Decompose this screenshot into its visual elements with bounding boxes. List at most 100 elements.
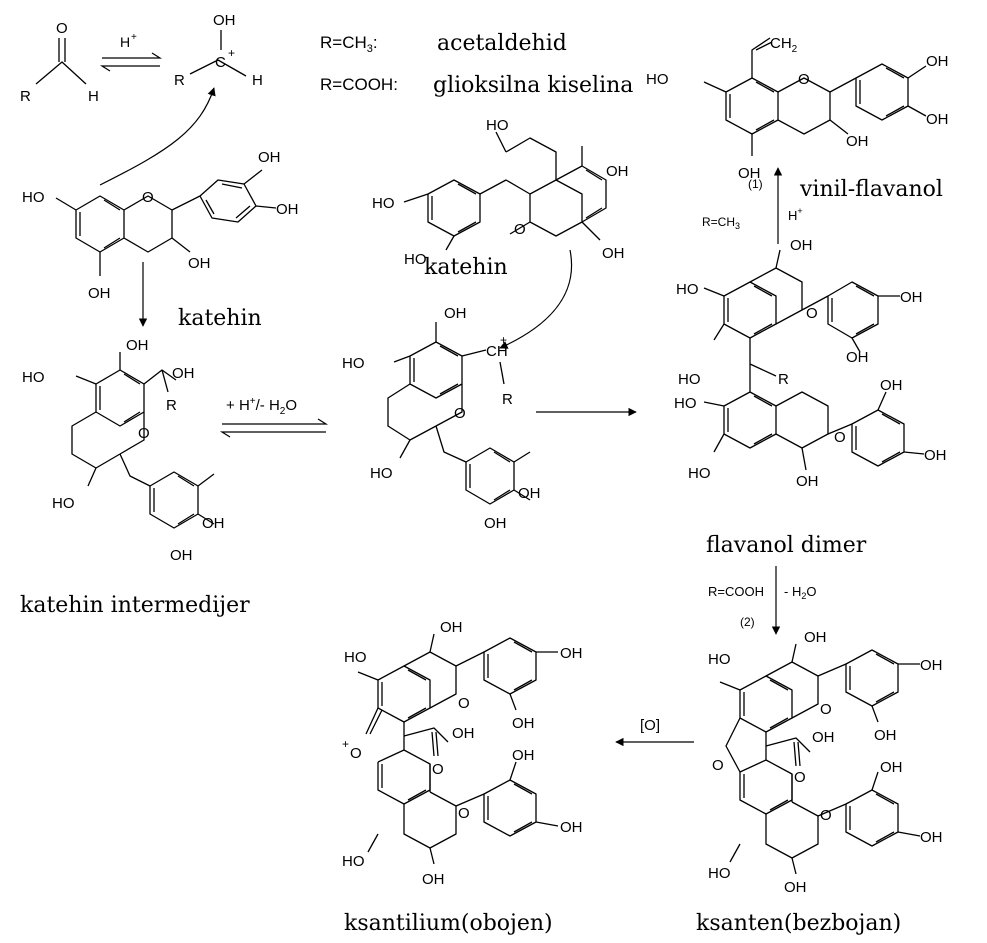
carbocation-oh: OH xyxy=(213,12,236,29)
intermediate-ho3: HO xyxy=(52,495,75,512)
step-2-water: - H2O xyxy=(784,584,816,601)
vinyl-o1: O xyxy=(798,71,810,88)
xanthylium-oh4pa: OH xyxy=(560,645,583,662)
legend-row1-r: R=CH3: xyxy=(320,33,378,55)
carbocation-ho3: HO xyxy=(370,465,393,482)
carbocation-plus-charge: + xyxy=(500,333,507,347)
legend-row2-name: glioksilna kiselina xyxy=(433,73,633,98)
curved-arrow-catechin-to-carbocation xyxy=(499,249,573,349)
xanthylium-oh3a: OH xyxy=(440,619,463,636)
dehydration-equilibrium-arrow: + H+/- H2O xyxy=(219,396,329,438)
label-xanthylium: ksantilium(obojen) xyxy=(344,911,553,936)
catechin-left-oh3p: OH xyxy=(258,149,281,166)
step-2-arrow: R=COOH - H2O (2) xyxy=(708,566,816,635)
xanthylium-o1b: O xyxy=(458,805,470,822)
xanthylium-o1a: O xyxy=(458,695,470,712)
top-equilibrium-h-label: H xyxy=(120,34,130,50)
dimer-ho7a: HO xyxy=(678,371,701,388)
xanthylium-oh4pb: OH xyxy=(560,819,583,836)
aldehyde-h: H xyxy=(88,88,99,105)
carbocation-oh4p: OH xyxy=(484,515,507,532)
catechin-center-ho3: HO xyxy=(486,117,509,134)
intermediate-r: R xyxy=(166,397,177,414)
catechin-center-oh5: OH xyxy=(606,163,629,180)
label-vinyl-flavanol: vinil-flavanol xyxy=(799,177,943,202)
aldehyde-structure: O R H xyxy=(20,20,99,105)
carbocation-oh3p: OH xyxy=(518,485,541,502)
intermediate-ho5: HO xyxy=(22,369,45,386)
carbocation-c: C xyxy=(215,54,226,71)
xanthylium-o-plus: O xyxy=(350,745,362,762)
dimer-oh3pa: OH xyxy=(846,349,869,366)
carbocation-r: R xyxy=(174,72,185,89)
catechin-center-ho3p: HO xyxy=(404,251,427,268)
catechin-left-oh5: OH xyxy=(88,285,111,302)
catechin-center-ho4p: HO xyxy=(372,195,395,212)
carbocation-ho5: HO xyxy=(342,355,365,372)
top-equilibrium-arrow: H + xyxy=(99,32,163,72)
xanthene-o1b: O xyxy=(820,807,832,824)
xanthene-structure: OH HO O OH OH O OH O O OH OH HO OH xyxy=(708,629,943,896)
xanthene-oh3a: OH xyxy=(804,629,827,646)
xanthene-o-bridge: O xyxy=(712,757,724,774)
vinyl-oh4p: OH xyxy=(926,111,949,128)
dimer-o1a: O xyxy=(806,305,818,322)
xanthylium-cooh-oh: OH xyxy=(452,725,475,742)
xanthene-cooh-oh: OH xyxy=(812,729,835,746)
step-2-label: (2) xyxy=(740,615,755,629)
catechin-left-oh3: OH xyxy=(188,255,211,272)
vinyl-oh3: OH xyxy=(846,133,869,150)
step-1-acid: H+ xyxy=(788,206,803,223)
xanthene-ho5b: HO xyxy=(708,865,731,882)
intermediate-oh4p: OH xyxy=(170,547,193,564)
dimer-oh3a: OH xyxy=(790,237,813,254)
vinyl-ho7: HO xyxy=(646,71,669,88)
xanthene-oh3pa: OH xyxy=(874,727,897,744)
flavanol-dimer-structure: OH HO O OH OH HO R HO O OH OH HO OH xyxy=(674,237,947,490)
xanthylium-cooh-o: O xyxy=(432,761,444,778)
intermediate-o1: O xyxy=(138,425,150,442)
catechin-center-o1: O xyxy=(514,221,526,238)
xanthylium-structure: OH HO O OH OH + O OH O O OH OH HO OH xyxy=(342,619,583,888)
label-flavanol-dimer: flavanol dimer xyxy=(706,533,867,558)
catechin-center-structure: HO OH O OH HO HO xyxy=(372,117,629,268)
substituent-legend: R=CH3: acetaldehid R=COOH: glioksilna ki… xyxy=(320,31,633,98)
oxidation-arrow: [O] xyxy=(615,717,694,747)
aldehyde-r: R xyxy=(20,88,31,105)
vinyl-flavanol-structure: CH2 HO O OH OH OH OH xyxy=(646,35,949,182)
hydroxy-carbocation-structure: OH C + R H xyxy=(174,12,263,89)
dimer-r: R xyxy=(778,371,789,388)
curved-arrow-catechin-to-cation xyxy=(99,87,216,186)
dimer-ho5a: HO xyxy=(676,281,699,298)
carbocation-ch: CH xyxy=(486,343,508,360)
xanthylium-ho5a: HO xyxy=(344,649,367,666)
dimer-oh4pa: OH xyxy=(900,289,923,306)
carbocation-o1: O xyxy=(454,405,466,422)
step-2-r: R=COOH xyxy=(708,584,764,599)
catechin-left-oh4p: OH xyxy=(276,201,299,218)
xanthene-oh4pa: OH xyxy=(920,657,943,674)
xanthylium-ho5b: HO xyxy=(342,853,365,870)
xanthylium-plus: + xyxy=(342,737,349,751)
catechin-intermediate-structure: OH HO OH R O HO OH OH xyxy=(22,337,225,564)
vinyl-oh3p: OH xyxy=(926,53,949,70)
intermediate-oh7: OH xyxy=(126,337,149,354)
xanthene-oh4pb: OH xyxy=(920,829,943,846)
intermediate-oh-side: OH xyxy=(172,365,195,382)
carbocation-r-group: R xyxy=(502,391,513,408)
catechin-left-structure: HO O OH OH OH OH xyxy=(22,149,299,302)
label-catechin-left: katehin xyxy=(178,306,262,331)
dimer-ho7b: HO xyxy=(674,395,697,412)
xanthene-cooh-o: O xyxy=(794,769,806,786)
step-1-label: (1) xyxy=(748,177,763,191)
carbocation-oh7: OH xyxy=(444,305,467,322)
label-xanthene: ksanten(bezbojan) xyxy=(696,911,901,936)
dimer-oh3pb: OH xyxy=(880,377,903,394)
top-equilibrium-plus-label: + xyxy=(131,32,137,43)
catechin-left-ho7: HO xyxy=(22,189,45,206)
carbocation-h: H xyxy=(252,72,263,89)
xanthylium-oh3pa: OH xyxy=(512,715,535,732)
legend-row1-name: acetaldehid xyxy=(437,31,567,56)
step-1-arrow: (1) R=CH3 H+ xyxy=(702,167,803,244)
